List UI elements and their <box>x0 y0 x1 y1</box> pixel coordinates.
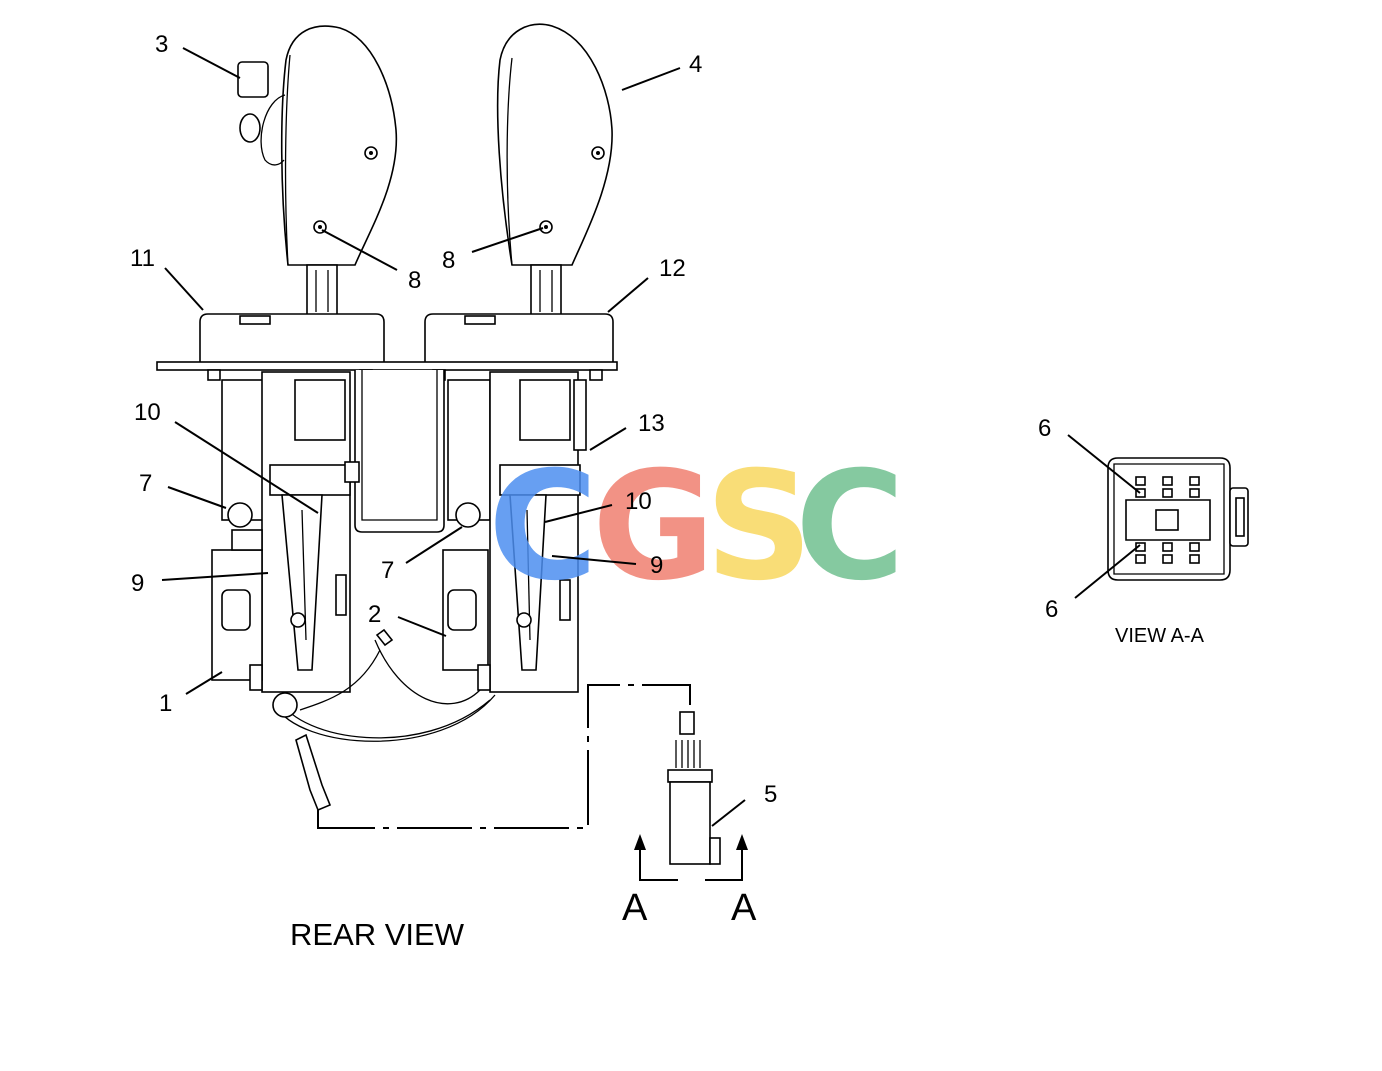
watermark: C G S C <box>488 440 905 614</box>
callout-9-right: 9 <box>650 552 663 579</box>
callout-10-left: 10 <box>134 399 161 426</box>
harness-route-line <box>317 684 691 829</box>
lower-mechanism <box>207 369 603 693</box>
wiring-harness <box>272 628 496 812</box>
captions: A A REAR VIEW VIEW A-A <box>290 625 1205 952</box>
callout-6-top: 6 <box>1038 415 1051 442</box>
callout-3: 3 <box>155 31 168 58</box>
joystick-bases <box>156 313 618 371</box>
view-a-a-caption: VIEW A-A <box>1115 625 1205 647</box>
right-joystick-handle <box>496 23 613 318</box>
callout-labels: 3 4 8 8 11 12 10 13 7 10 7 9 9 2 1 5 6 6 <box>130 31 1058 808</box>
callout-6-bottom: 6 <box>1045 596 1058 623</box>
callout-8-left: 8 <box>408 267 421 294</box>
callout-7-left: 7 <box>139 470 152 497</box>
section-marker-left: A <box>622 887 648 929</box>
rear-view-caption: REAR VIEW <box>290 917 465 952</box>
connector-assembly <box>667 711 721 865</box>
watermark-letter-3: S <box>705 440 813 614</box>
callout-9-left: 9 <box>131 570 144 597</box>
section-marker-right: A <box>731 887 757 929</box>
callout-11: 11 <box>130 245 155 272</box>
callout-10-right: 10 <box>625 488 652 515</box>
callout-2: 2 <box>368 601 381 628</box>
view-a-a-connector-face <box>1107 457 1249 581</box>
callout-1: 1 <box>159 690 172 717</box>
callout-13: 13 <box>638 410 665 437</box>
leader-lines <box>161 47 1141 827</box>
callout-12: 12 <box>659 255 686 282</box>
callout-8-right: 8 <box>442 247 455 274</box>
callout-5: 5 <box>764 781 777 808</box>
watermark-letter-1: C <box>488 440 598 614</box>
section-cut-marker <box>634 834 748 881</box>
watermark-letter-2: G <box>592 440 715 614</box>
watermark-letter-4: C <box>795 440 905 614</box>
callout-7-right: 7 <box>381 557 394 584</box>
callout-4: 4 <box>689 51 702 78</box>
left-joystick-handle <box>237 25 398 318</box>
